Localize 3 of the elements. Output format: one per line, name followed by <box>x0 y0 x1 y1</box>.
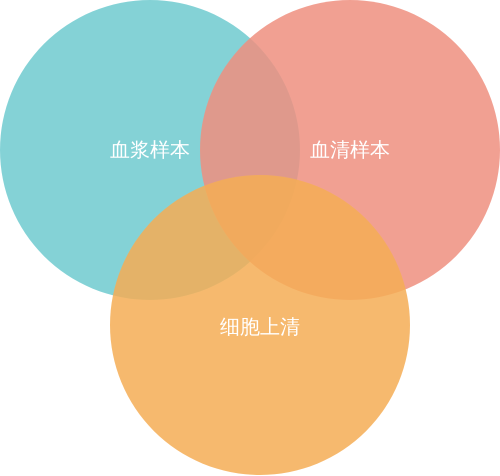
set-label: 细胞上清 <box>220 314 300 340</box>
set-label: 血浆样本 <box>110 136 190 164</box>
set-label: 血清样本 <box>310 136 390 164</box>
